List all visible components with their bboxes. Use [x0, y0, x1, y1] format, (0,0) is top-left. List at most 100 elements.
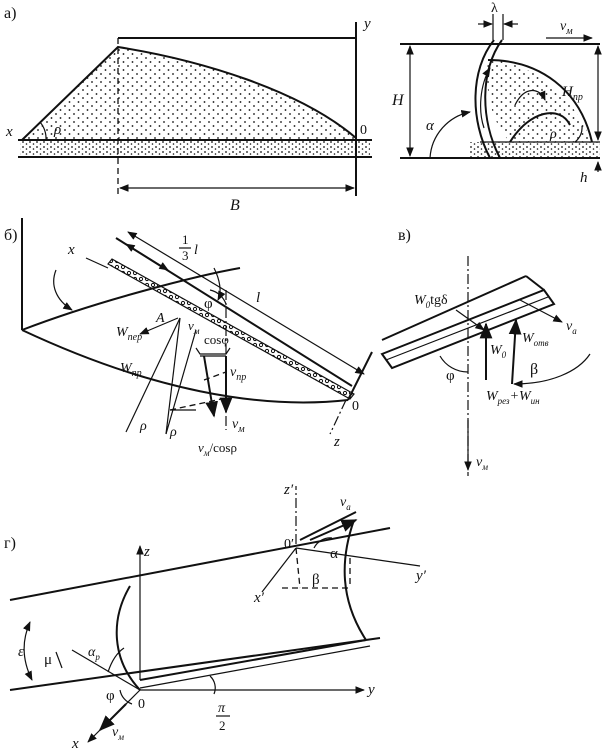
panel-b: б) l 1 3 l x 0 z φ A Wпер Wпр vм	[4, 218, 373, 458]
label-zero-prime: 0′	[284, 537, 294, 552]
label-phi-g: φ	[106, 688, 115, 704]
blade-ext	[85, 257, 109, 269]
label-vm-cos: vм	[188, 318, 200, 336]
wedge-bottom-line	[9, 637, 381, 691]
label-va: vа	[566, 319, 577, 336]
label-vm-a: vм	[560, 19, 573, 37]
rho-line-2	[165, 317, 181, 435]
panel-v: в) W0tgδ Wотв W0 vа β φ Wрез+Wин vм	[380, 227, 591, 476]
rho-arc-right	[574, 125, 583, 143]
label-vpr: vпр	[230, 365, 246, 383]
mu-tick	[55, 651, 63, 669]
va-arrow-g	[309, 519, 358, 541]
plate-inner	[385, 296, 549, 361]
phi-arc-v	[439, 355, 469, 373]
wedge-inner-line-2	[139, 645, 371, 689]
label-vm-g: vм	[112, 725, 124, 742]
label-alpha-p: αp	[88, 645, 100, 662]
alpha-arc-g	[313, 537, 333, 549]
label-vm-v: vм	[476, 455, 488, 472]
alpha-p-arc	[107, 647, 125, 673]
label-rho-b1: ρ	[139, 419, 147, 434]
panel-v-label: в)	[398, 227, 411, 244]
panel-a-left: а) B ρ x 0 y	[4, 5, 372, 214]
label-b: B	[230, 197, 240, 214]
panel-g: г) z y x 0 vм αp ε μ φ π 2	[4, 482, 427, 752]
axis-x-prime	[261, 547, 297, 593]
label-frac-den: 3	[182, 248, 189, 263]
label-phi-v: φ	[446, 368, 455, 384]
label-w0: W0	[490, 343, 507, 360]
blade-curve-outer	[474, 39, 495, 159]
w0tg-arrow	[455, 309, 485, 331]
wotv-arrow	[508, 318, 522, 385]
label-hpr: Hпр	[561, 84, 583, 103]
label-mu: μ	[44, 652, 52, 668]
soil-base	[470, 142, 600, 158]
rho-line-1	[125, 317, 181, 433]
frame-right	[347, 351, 373, 401]
wedge-right-curve	[343, 519, 367, 641]
label-x-prime: x′	[253, 590, 265, 606]
label-two: 2	[219, 718, 226, 733]
soil-mound	[22, 47, 356, 140]
label-zero-b: 0	[352, 399, 359, 414]
rotation-arrow-left	[53, 269, 73, 311]
label-y-g: y	[366, 682, 375, 698]
label-h-small: h	[580, 170, 588, 186]
label-z-prime: z′	[283, 482, 294, 498]
label-wper: Wпер	[116, 325, 142, 343]
wedge-inner-line	[139, 639, 367, 681]
force-a-arrow	[139, 317, 179, 335]
label-beta-v: β	[530, 361, 538, 378]
epsilon-arc	[22, 621, 33, 681]
panel-b-label: б)	[4, 227, 17, 244]
phi-arc-g	[119, 689, 133, 705]
label-vm-over-cos: vм/cosρ	[198, 440, 237, 458]
flow-arrow-curve	[514, 89, 546, 106]
label-z-g: z	[143, 544, 150, 560]
plate-outline	[380, 288, 556, 370]
label-wrez: Wрез+Wин	[486, 389, 540, 406]
label-beta-g: β	[312, 572, 320, 588]
label-alpha-a: α	[426, 118, 435, 134]
panel-a-right: λ vм H α Hпр ρ h	[391, 1, 602, 186]
pi-arc	[209, 675, 216, 695]
label-vm-b: vм	[232, 417, 245, 435]
label-cos-phi: cosφ	[204, 332, 229, 347]
label-rho-b2: ρ	[169, 425, 177, 440]
label-l-small: l	[194, 243, 198, 258]
label-alpha-g: α	[330, 546, 338, 562]
vector-dashed-1	[203, 371, 227, 381]
label-zero-g: 0	[138, 697, 145, 712]
frame-curve-bottom	[21, 329, 349, 404]
wedge-right-top	[299, 511, 357, 541]
beta-arc	[513, 353, 591, 388]
va-arrow	[519, 299, 563, 323]
label-x-g: x	[71, 736, 79, 752]
panel-g-label: г)	[4, 535, 16, 552]
soil-chunk	[487, 60, 592, 142]
label-wpr: Wпр	[120, 361, 142, 379]
plate-edge	[525, 275, 545, 291]
label-rho-a: ρ	[53, 122, 61, 138]
label-zero-a: 0	[360, 123, 367, 138]
axis-0-z	[329, 399, 347, 435]
soil-curl-outer	[487, 59, 593, 143]
label-epsilon: ε	[18, 644, 24, 660]
vm-arrow-g	[98, 703, 127, 732]
axis-y-prime	[295, 547, 421, 567]
label-wotv: Wотв	[522, 331, 549, 348]
alpha-p-line	[71, 649, 141, 691]
label-l: l	[256, 290, 260, 306]
label-a: A	[155, 311, 165, 326]
flow-arrow-up	[480, 67, 491, 129]
ground-layer	[20, 140, 370, 157]
label-pi: π	[218, 701, 226, 716]
label-x-a: x	[5, 124, 13, 140]
alpha-arc	[429, 109, 471, 159]
origin-blade-curve	[115, 585, 141, 691]
label-rho-a2: ρ	[549, 127, 557, 142]
mound-outline	[21, 45, 357, 141]
plate-edge-2	[381, 275, 527, 341]
